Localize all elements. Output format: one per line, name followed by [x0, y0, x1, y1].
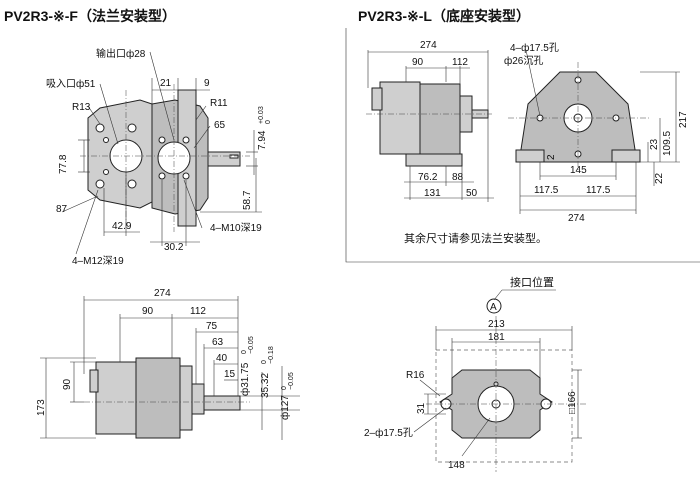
- side-dim-35.32: 35.32: [260, 373, 271, 398]
- flange-front-view: [80, 84, 250, 232]
- dim-77.8: 77.8: [58, 154, 69, 174]
- dim-21: 21: [160, 78, 172, 89]
- label-m12: 4–M12深19: [72, 255, 124, 267]
- dim-7.94-tol-lo: 0: [265, 120, 272, 124]
- foot-dim-90: 90: [412, 57, 424, 68]
- view-title-flange: PV2R3-※-F（法兰安装型）: [4, 8, 176, 24]
- foot-dim-274: 274: [420, 40, 437, 51]
- dim-30.2: 30.2: [164, 242, 184, 253]
- port-symbol: A: [490, 302, 497, 313]
- foot-dim-22: 22: [654, 172, 665, 184]
- side-dim-75: 75: [206, 321, 218, 332]
- side-dim-127-tol-up: 0: [281, 386, 288, 390]
- foot-dim-109.5: 109.5: [662, 131, 673, 156]
- foot-dimensions: 274 90 112 4–ф17.5孔 ф26沉孔 217 109.5 23 2…: [367, 40, 689, 224]
- foot-side-view: [366, 81, 492, 167]
- foot-counterbore: ф26沉孔: [504, 54, 543, 67]
- port-symbol-circle: [486, 298, 502, 314]
- side-dim-31.75-tol-up: 0: [241, 350, 248, 354]
- foot-dim-217: 217: [678, 111, 689, 128]
- port-dim-181: 181: [488, 332, 505, 343]
- dim-87: 87: [56, 204, 68, 215]
- foot-end-view: [508, 62, 650, 170]
- label-outlet: 输出口ф28: [96, 47, 146, 60]
- side-dim-35.32-tol-lo: −0.18: [268, 346, 275, 364]
- dim-9: 9: [204, 78, 210, 89]
- foot-dim-117.5b: 117.5: [586, 185, 611, 196]
- port-title: 接口位置: [510, 275, 554, 289]
- side-dim-127-tol-lo: −0.05: [288, 372, 295, 390]
- foot-dim-23: 23: [649, 138, 660, 150]
- foot-note: 其余尺寸请参见法兰安装型。: [404, 231, 547, 245]
- side-dim-63: 63: [212, 337, 224, 348]
- label-r11: R11: [210, 98, 228, 109]
- foot-hole: 4–ф17.5孔: [510, 42, 559, 54]
- side-dim-90v: 90: [62, 378, 73, 390]
- foot-dim-117.5a: 117.5: [534, 185, 559, 196]
- flange-dimensions: 输出口ф28 吸入口ф51 R13 21 9 R11 65 7.94 +0.03…: [46, 47, 272, 267]
- label-m10: 4–M10深19: [210, 222, 262, 234]
- foot-dim-131: 131: [424, 188, 441, 199]
- foot-dim-88: 88: [452, 172, 464, 183]
- dim-42.9: 42.9: [112, 221, 132, 232]
- side-dim-173: 173: [36, 399, 47, 416]
- view-title-foot: PV2R3-※-L（底座安装型）: [358, 8, 530, 24]
- foot-dim-274b: 274: [568, 213, 585, 224]
- foot-dim-76.2: 76.2: [418, 172, 438, 183]
- dim-65: 65: [214, 120, 226, 131]
- foot-dim-2: 2: [546, 154, 557, 160]
- side-dim-15: 15: [224, 369, 236, 380]
- pump-side-view: [84, 357, 250, 439]
- port-r16: R16: [406, 370, 425, 381]
- side-dim-274: 274: [154, 288, 171, 299]
- label-inlet: 吸入口ф51: [46, 78, 96, 90]
- dim-58.7: 58.7: [242, 190, 253, 210]
- side-dim-40: 40: [216, 353, 228, 364]
- foot-dim-50: 50: [466, 188, 478, 199]
- side-dim-127: ф127: [279, 395, 291, 420]
- port-view: 接口位置 A 213 181 R16 31 □166 2–ф17.5孔: [364, 275, 586, 472]
- side-dim-35.32-tol-up: 0: [261, 360, 268, 364]
- dim-7.94-tol-up: +0.03: [258, 106, 265, 124]
- side-dim-112: 112: [190, 306, 206, 317]
- port-hole: 2–ф17.5孔: [364, 427, 413, 439]
- port-dim-166: □166: [567, 391, 578, 414]
- label-r13: R13: [72, 102, 91, 113]
- dim-7.94: 7.94: [257, 130, 268, 150]
- port-dim-148: 148: [448, 460, 465, 471]
- port-dim-213: 213: [488, 319, 505, 330]
- foot-view-frame: [345, 28, 700, 263]
- side-dim-31.75: ф31.75: [239, 362, 251, 396]
- port-dim-31: 31: [416, 402, 427, 414]
- foot-dim-112: 112: [452, 57, 468, 68]
- side-dim-90: 90: [142, 306, 154, 317]
- foot-dim-145: 145: [570, 165, 587, 176]
- side-dimensions: 274 90 112 75 63 40 15 ф31.75 0 −0.05 35…: [36, 288, 300, 440]
- side-dim-31.75-tol-lo: −0.05: [248, 336, 255, 354]
